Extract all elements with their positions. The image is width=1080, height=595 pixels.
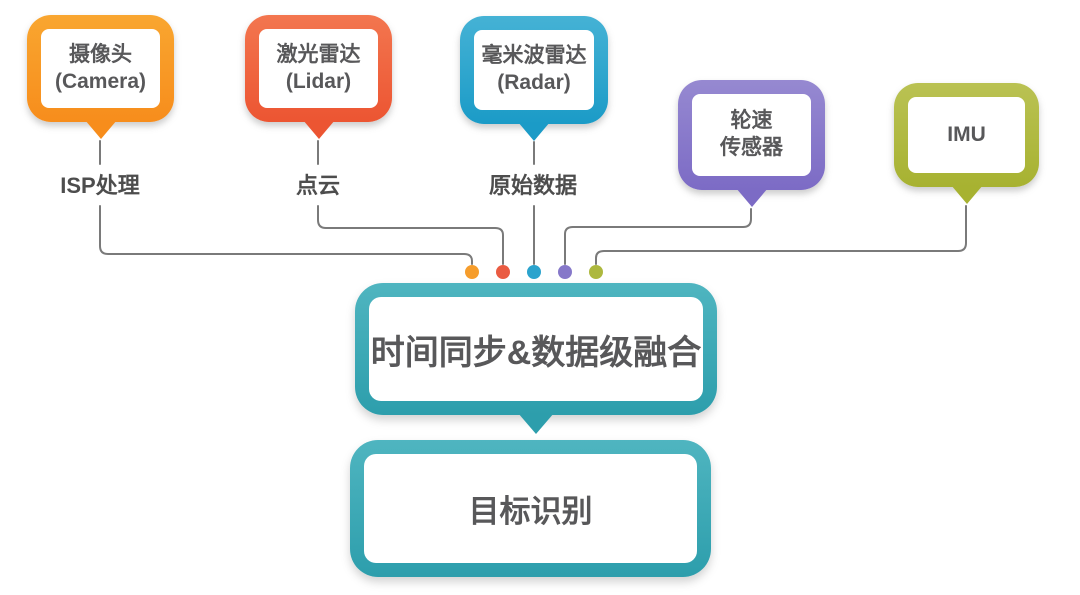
radar-bubble-border: 毫米波雷达 (Radar) — [460, 16, 608, 124]
fusion-node-tail — [518, 413, 554, 434]
junction-dot-wheel-speed — [558, 265, 572, 279]
lidar-label: 激光雷达 (Lidar) — [276, 42, 361, 93]
target-node-body: 目标识别 — [364, 454, 697, 563]
target-recognition-node: 目标识别 — [350, 440, 711, 577]
radar-bubble-body: 毫米波雷达 (Radar) — [474, 30, 594, 110]
sensor-node-lidar: 激光雷达 (Lidar) — [245, 15, 392, 139]
lidar-bubble-tail — [302, 120, 335, 139]
imu-bubble-tail — [950, 185, 983, 204]
radar-bubble-tail — [518, 122, 550, 141]
edge-label-rawdata: 原始数据 — [488, 173, 577, 198]
lidar-bubble-body: 激光雷达 (Lidar) — [259, 29, 378, 108]
wire-wheel-speed — [564, 208, 752, 265]
fusion-node: 时间同步&数据级融合 — [355, 283, 717, 434]
wire-camera — [99, 140, 473, 265]
fusion-node-body: 时间同步&数据级融合 — [369, 297, 703, 401]
edge-label-isp: ISP处理 — [60, 173, 140, 198]
target-node-border: 目标识别 — [350, 440, 711, 577]
wheel-speed-bubble-body: 轮速 传感器 — [692, 94, 811, 176]
camera-bubble-border: 摄像头 (Camera) — [27, 15, 174, 122]
sensor-node-radar: 毫米波雷达 (Radar) — [460, 16, 608, 141]
wire-imu — [595, 205, 967, 265]
junction-dot-imu — [589, 265, 603, 279]
fusion-label: 时间同步&数据级融合 — [370, 333, 702, 372]
imu-bubble-body: IMU — [908, 97, 1025, 173]
radar-label: 毫米波雷达 (Radar) — [481, 44, 587, 94]
wheel-speed-bubble-tail — [735, 188, 768, 207]
camera-label: 摄像头 (Camera) — [54, 42, 147, 93]
junction-dot-lidar — [496, 265, 510, 279]
target-label: 目标识别 — [468, 494, 593, 529]
sensor-node-camera: 摄像头 (Camera) — [27, 15, 174, 139]
imu-bubble-border: IMU — [894, 83, 1039, 187]
wheel-speed-bubble-border: 轮速 传感器 — [678, 80, 825, 190]
junction-dot-radar — [527, 265, 541, 279]
imu-label: IMU — [947, 122, 986, 146]
sensor-node-imu: IMU — [894, 83, 1039, 204]
wire-lidar — [317, 140, 504, 265]
sensor-node-wheel-speed: 轮速 传感器 — [678, 80, 825, 207]
edge-label-pointcloud: 点云 — [295, 173, 340, 198]
wheel-speed-label: 轮速 传感器 — [720, 109, 783, 159]
junction-dot-camera — [465, 265, 479, 279]
fusion-node-border: 时间同步&数据级融合 — [355, 283, 717, 415]
camera-bubble-body: 摄像头 (Camera) — [41, 29, 160, 108]
camera-bubble-tail — [84, 120, 117, 139]
lidar-bubble-border: 激光雷达 (Lidar) — [245, 15, 392, 122]
